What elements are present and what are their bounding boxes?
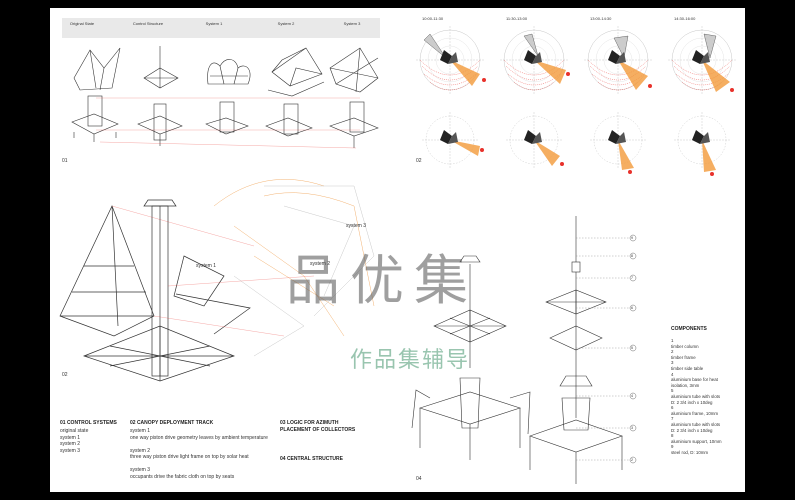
component-line: isolation, 3mm bbox=[671, 382, 700, 388]
component-line: D: 2 3/4 inch x 10deg bbox=[671, 427, 713, 433]
watermark-sub: 作品集辅导 bbox=[350, 348, 471, 373]
azimuth-charts bbox=[415, 25, 737, 176]
header-system-3: System 3 bbox=[343, 21, 361, 26]
header-original-state: Original State bbox=[69, 21, 95, 26]
component-line: aluminium base for heat bbox=[671, 377, 718, 383]
time-label-1: 10:00-11:30 bbox=[422, 16, 444, 21]
control-systems-item: original state bbox=[60, 428, 89, 434]
control-systems-item: system 2 bbox=[60, 441, 81, 447]
central-structure-drawing bbox=[411, 216, 637, 484]
callout-5: 5 bbox=[631, 346, 633, 350]
label-system-3: system 3 bbox=[346, 223, 367, 229]
callout-2: 2 bbox=[631, 458, 633, 462]
callout-3: 3 bbox=[631, 426, 633, 430]
heading-control-systems: 01 CONTROL SYSTEMS bbox=[60, 420, 117, 426]
canopy-line: three way piston drive light frame on to… bbox=[130, 454, 249, 460]
component-line: timber side table bbox=[671, 365, 704, 371]
panel-number-01: 01 bbox=[62, 158, 68, 164]
canopy-line: system 1 bbox=[130, 428, 151, 434]
component-line: 3 bbox=[671, 360, 674, 366]
control-systems-item: system 1 bbox=[60, 434, 81, 441]
component-line: 7 bbox=[671, 416, 674, 422]
control-systems-list: original state system 1 system 2 system … bbox=[60, 428, 88, 454]
time-label-2: 11:30-13:00 bbox=[506, 16, 528, 21]
component-line: 9 bbox=[671, 444, 674, 450]
component-line: aluminium support, 10mm bbox=[671, 438, 722, 444]
canopy-line: system 3 bbox=[130, 467, 151, 473]
component-line: D: 2 3/4 inch x 10deg bbox=[671, 399, 713, 405]
canopy-line: one way piston drive geometry leaves by … bbox=[130, 434, 268, 441]
component-line: 6 bbox=[671, 405, 674, 411]
heading-canopy-deployment: 02 CANOPY DEPLOYMENT TRACK bbox=[130, 420, 214, 426]
watermark-main: 品优集 bbox=[286, 249, 478, 312]
header-system-1: System 1 bbox=[205, 21, 223, 26]
components-title: COMPONENTS bbox=[671, 326, 707, 332]
panel-number-02-top: 02 bbox=[416, 158, 422, 164]
canopy-deployment-text: system 1 one way piston drive geometry l… bbox=[130, 428, 268, 480]
component-line: 2 bbox=[671, 349, 674, 355]
heading-azimuth-logic: 03 LOGIC FOR AZIMUTH bbox=[280, 420, 339, 426]
component-line: 5 bbox=[671, 388, 674, 394]
callout-9: 9 bbox=[631, 236, 633, 240]
component-line: aluminium tube with slots bbox=[671, 421, 721, 427]
canopy-deployment-drawing bbox=[59, 179, 375, 382]
heading-central-structure: 04 CENTRAL STRUCTURE bbox=[280, 456, 343, 462]
component-line: 1 bbox=[671, 338, 674, 343]
canopy-line: system 2 bbox=[130, 447, 151, 454]
control-systems-item: system 3 bbox=[60, 447, 81, 454]
callout-6: 6 bbox=[631, 306, 633, 310]
time-label-3: 13:00-14:30 bbox=[590, 16, 612, 21]
component-line: timber frame bbox=[671, 354, 696, 360]
time-label-4: 14:30-16:00 bbox=[674, 16, 696, 21]
components-list: COMPONENTS 1 timber column 2 timber fram… bbox=[671, 326, 741, 455]
header-system-2: System 2 bbox=[277, 21, 295, 26]
component-line: aluminium tube with slots bbox=[671, 393, 721, 399]
panel-number-03: 02 bbox=[62, 372, 68, 378]
callout-8: 8 bbox=[631, 254, 633, 258]
system-header-band: Original State Control Structure System … bbox=[62, 18, 380, 38]
canopy-line: occupants drive the fabric cloth on top … bbox=[130, 473, 235, 480]
callout-4: 4 bbox=[631, 394, 633, 398]
component-line: aluminium frame, 10mm bbox=[671, 410, 719, 416]
portfolio-sheet: Original State Control Structure System … bbox=[50, 8, 745, 492]
callout-7: 7 bbox=[631, 276, 633, 280]
panel-number-04: 04 bbox=[416, 476, 422, 482]
label-system-1: system 1 bbox=[196, 263, 217, 269]
label-system-2: system 2 bbox=[310, 261, 331, 267]
component-line: 4 bbox=[671, 371, 674, 377]
component-line: timber column bbox=[671, 343, 699, 349]
header-control-structure: Control Structure bbox=[132, 21, 164, 26]
component-line: steel rod, D: 10mm bbox=[671, 449, 709, 455]
heading-azimuth-logic-2: PLACEMENT OF COLLECTORS bbox=[280, 427, 356, 433]
component-line: 8 bbox=[671, 433, 674, 439]
system-diagrams bbox=[71, 46, 379, 149]
